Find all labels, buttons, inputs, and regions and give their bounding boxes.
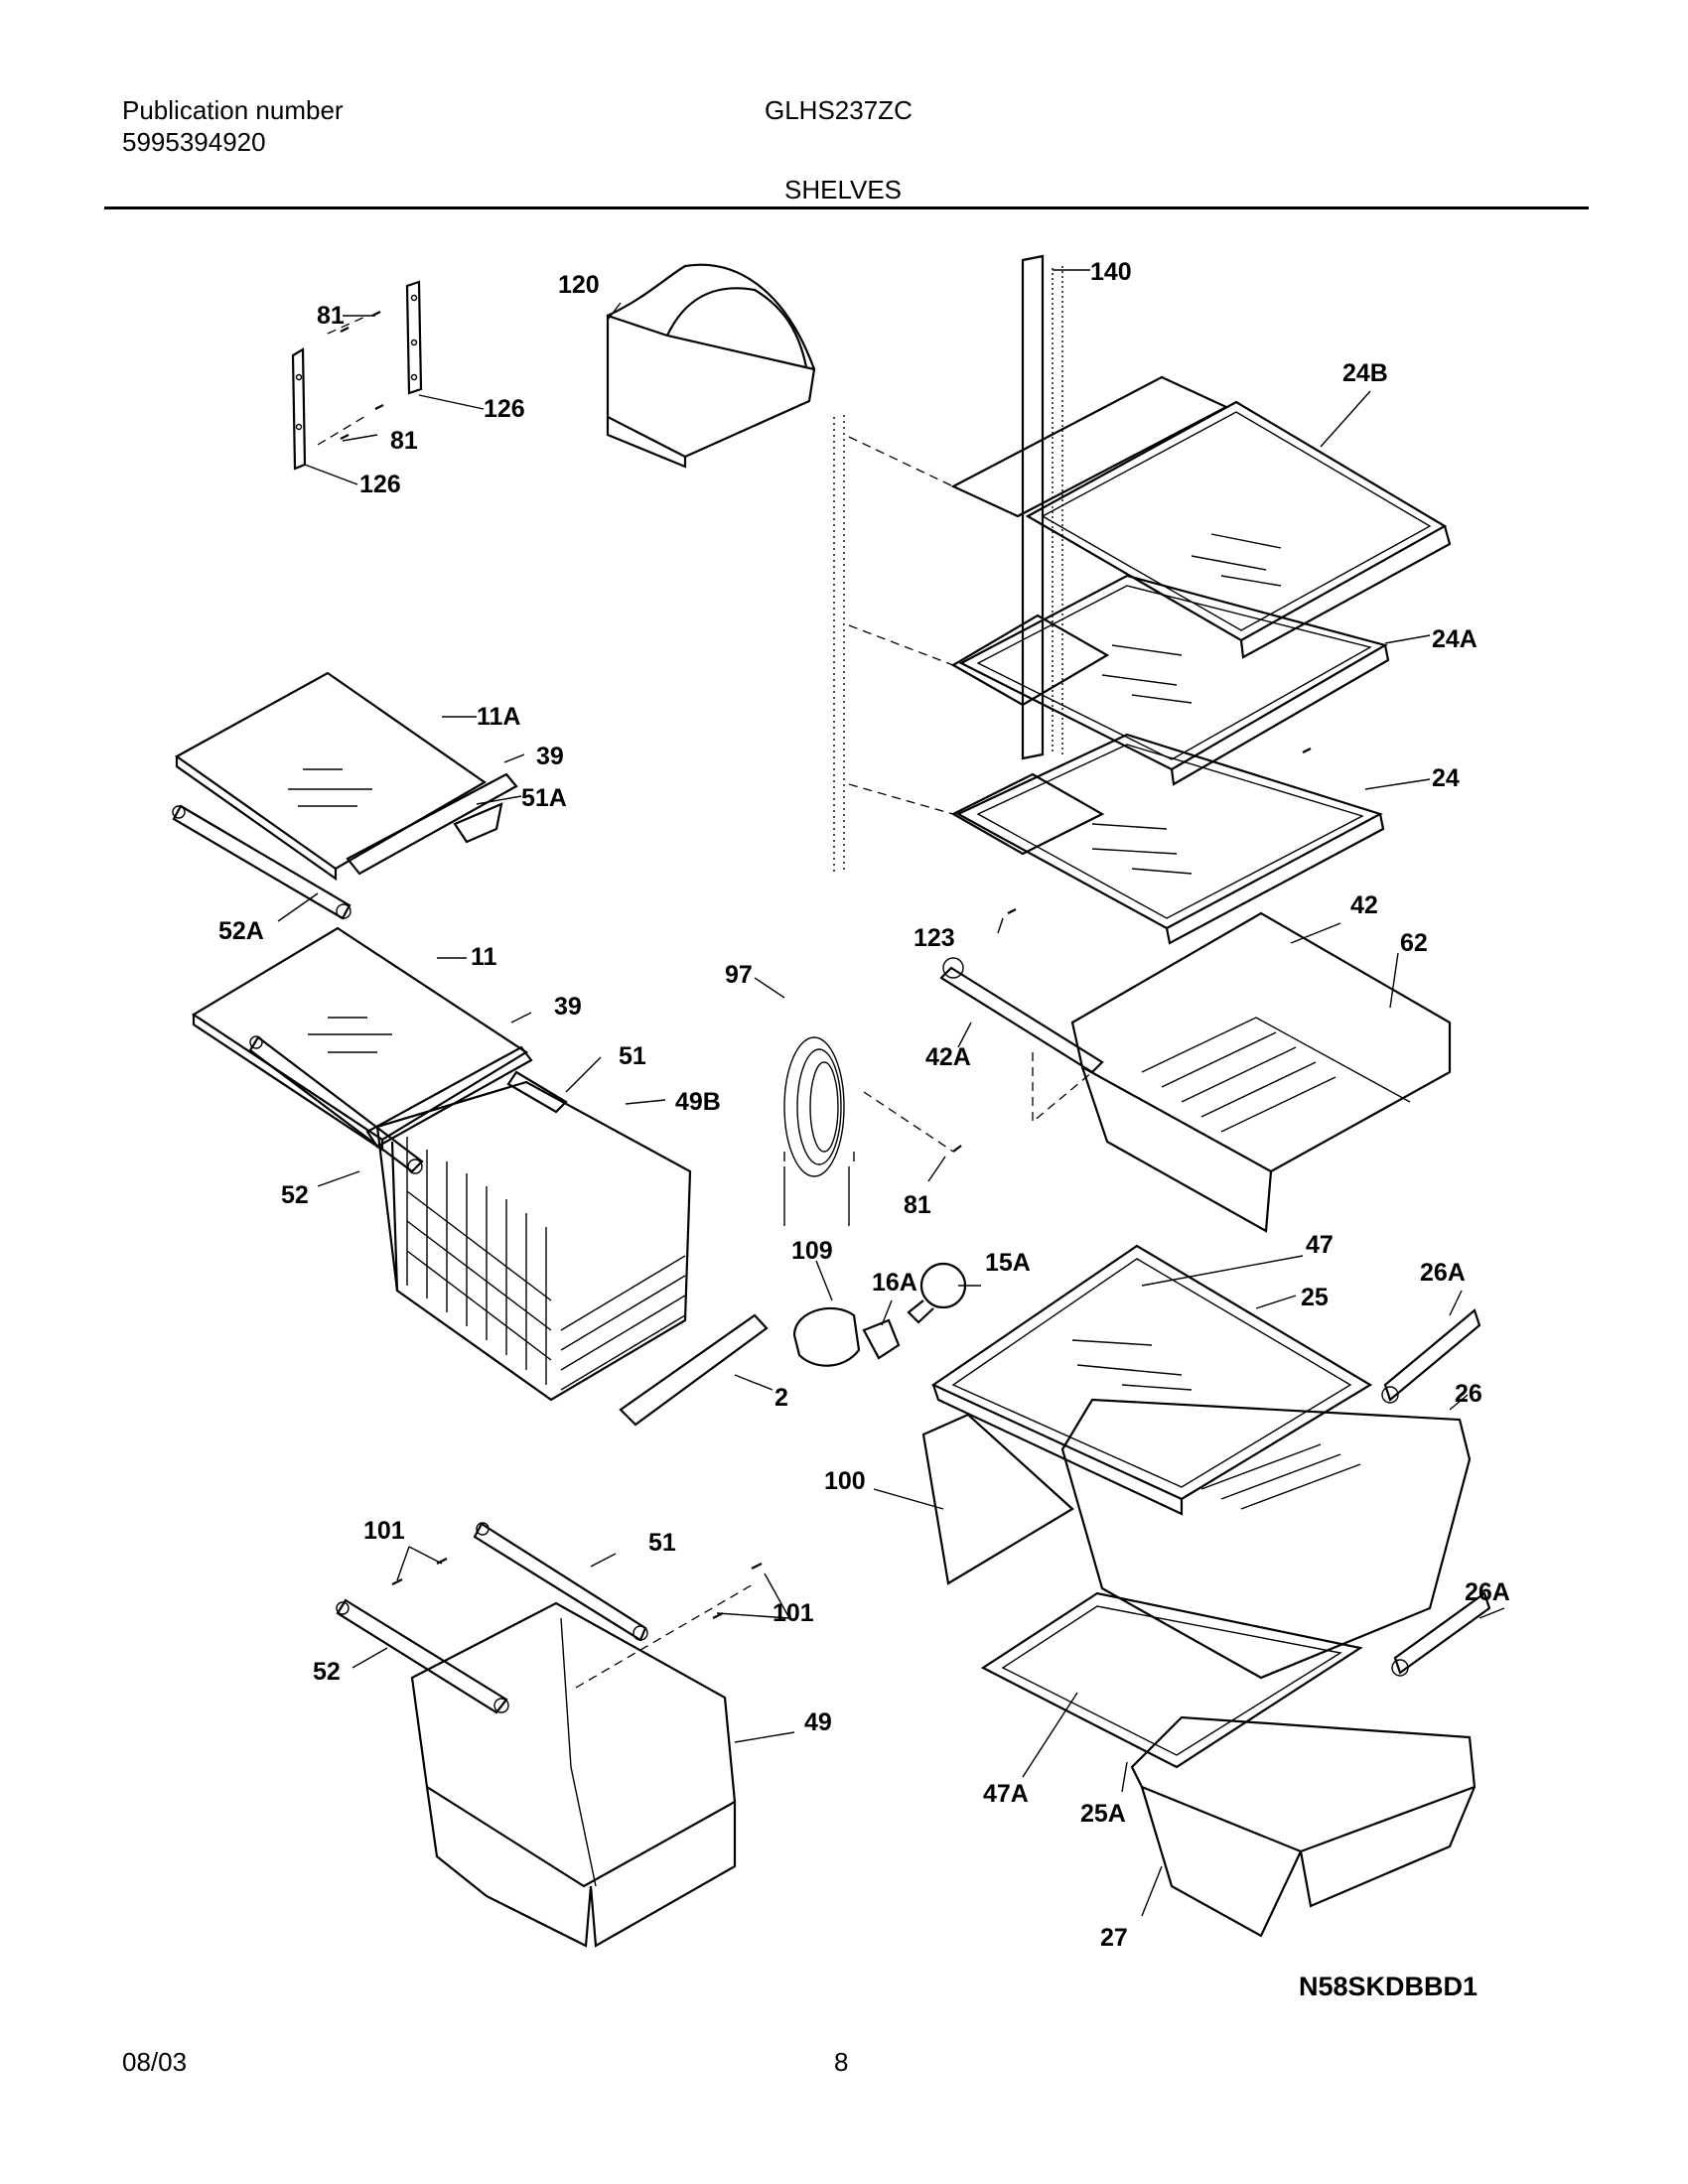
callout-39: 39 <box>536 743 564 770</box>
bracket-26a-lower <box>1391 1591 1491 1677</box>
drawer-27 <box>1130 1715 1477 1938</box>
callout-25: 25 <box>1301 1284 1329 1311</box>
callout-16a: 16A <box>872 1269 917 1297</box>
slide-51-lower <box>473 1522 648 1642</box>
callout-labels: 81 81 126 126 120 140 24B 24A 24 123 11A… <box>218 258 1510 2001</box>
socket-16a <box>862 1318 901 1360</box>
bracket-126-lower <box>291 347 307 471</box>
shelf-24 <box>848 733 1385 945</box>
callout-11: 11 <box>471 943 497 971</box>
callout-42a: 42A <box>925 1043 971 1071</box>
callout-52a: 52A <box>218 917 264 945</box>
callout-52: 52 <box>313 1658 341 1686</box>
callout-51: 51 <box>619 1042 646 1070</box>
callout-24a: 24A <box>1432 625 1477 653</box>
crisper-cover-47 <box>930 1244 1373 1516</box>
panel-100 <box>921 1413 1074 1585</box>
ladder-dotted-rail <box>833 415 845 874</box>
callout-42: 42 <box>1350 891 1378 919</box>
callout-101: 101 <box>773 1599 814 1627</box>
callout-27: 27 <box>1100 1924 1128 1952</box>
section-title: SHELVES <box>784 175 903 205</box>
callout-51a: 51A <box>521 784 567 812</box>
slide-rail-52 <box>248 1035 424 1174</box>
bracket-126-upper <box>405 280 423 395</box>
footer-date: 08/03 <box>122 2047 188 2077</box>
callout-39: 39 <box>554 993 582 1021</box>
callout-101: 101 <box>363 1517 405 1545</box>
model-number: GLHS237ZC <box>765 95 913 125</box>
callout-120: 120 <box>558 271 600 299</box>
trim-39-lower <box>365 1045 533 1149</box>
callout-47: 47 <box>1306 1231 1334 1259</box>
callout-81: 81 <box>390 427 418 455</box>
callout-62: 62 <box>1400 929 1428 957</box>
screw-81-lower <box>863 1091 962 1153</box>
cover-47a <box>980 1591 1363 1769</box>
callout-26a: 26A <box>1420 1259 1466 1287</box>
callout-52: 52 <box>281 1181 309 1209</box>
crisper-drawer-26 <box>1060 1398 1472 1680</box>
shelf-24a <box>848 574 1390 786</box>
callout-123: 123 <box>914 924 955 952</box>
callout-15a: 15A <box>985 1249 1031 1277</box>
slide-51a <box>453 802 503 844</box>
callout-51: 51 <box>648 1529 676 1557</box>
callout-26: 26 <box>1455 1380 1482 1408</box>
screw-101-set <box>391 1558 763 1689</box>
rail-42a <box>939 957 1104 1124</box>
glass-cover-11a <box>174 671 488 882</box>
light-housing-109 <box>792 1306 861 1367</box>
callout-49b: 49B <box>675 1088 721 1116</box>
callout-126: 126 <box>359 471 401 498</box>
publication-number-label: Publication number <box>122 95 344 125</box>
callout-11a: 11A <box>477 703 520 731</box>
screw-81-pair <box>317 311 384 446</box>
slide-51 <box>506 1070 568 1114</box>
callout-24b: 24B <box>1342 359 1388 387</box>
callout-26a: 26A <box>1465 1578 1510 1606</box>
callout-49: 49 <box>804 1708 832 1736</box>
slide-52-lower <box>336 1598 509 1714</box>
heater-coil-97 <box>783 1036 855 1226</box>
page-number: 8 <box>834 2047 849 2077</box>
leader-lines <box>277 269 1505 1917</box>
slide-rail-52a <box>172 804 352 920</box>
bracket-26a-upper <box>1381 1308 1481 1404</box>
callout-25a: 25A <box>1080 1800 1126 1828</box>
callout-81: 81 <box>317 302 345 330</box>
trim-2 <box>619 1313 769 1427</box>
callout-97: 97 <box>725 961 753 989</box>
trim-39-upper <box>346 772 518 876</box>
callout-100: 100 <box>824 1467 866 1495</box>
callout-126: 126 <box>484 395 525 423</box>
publication-number: 5995394920 <box>122 127 266 157</box>
callout-109: 109 <box>791 1237 833 1265</box>
crisper-drawer-62 <box>1070 911 1452 1233</box>
wire-basket-49b <box>375 1080 692 1402</box>
freezer-bin-49 <box>410 1601 737 1948</box>
shelf-24b <box>848 375 1452 659</box>
callout-2: 2 <box>774 1384 788 1412</box>
callout-140: 140 <box>1090 258 1132 286</box>
callout-47a: 47A <box>983 1780 1029 1808</box>
door-bin-120 <box>606 263 816 469</box>
header-rule <box>104 206 1589 209</box>
callout-24: 24 <box>1432 764 1460 792</box>
callout-81: 81 <box>904 1191 931 1219</box>
drawing-code: N58SKDBBD1 <box>1299 1972 1477 2001</box>
